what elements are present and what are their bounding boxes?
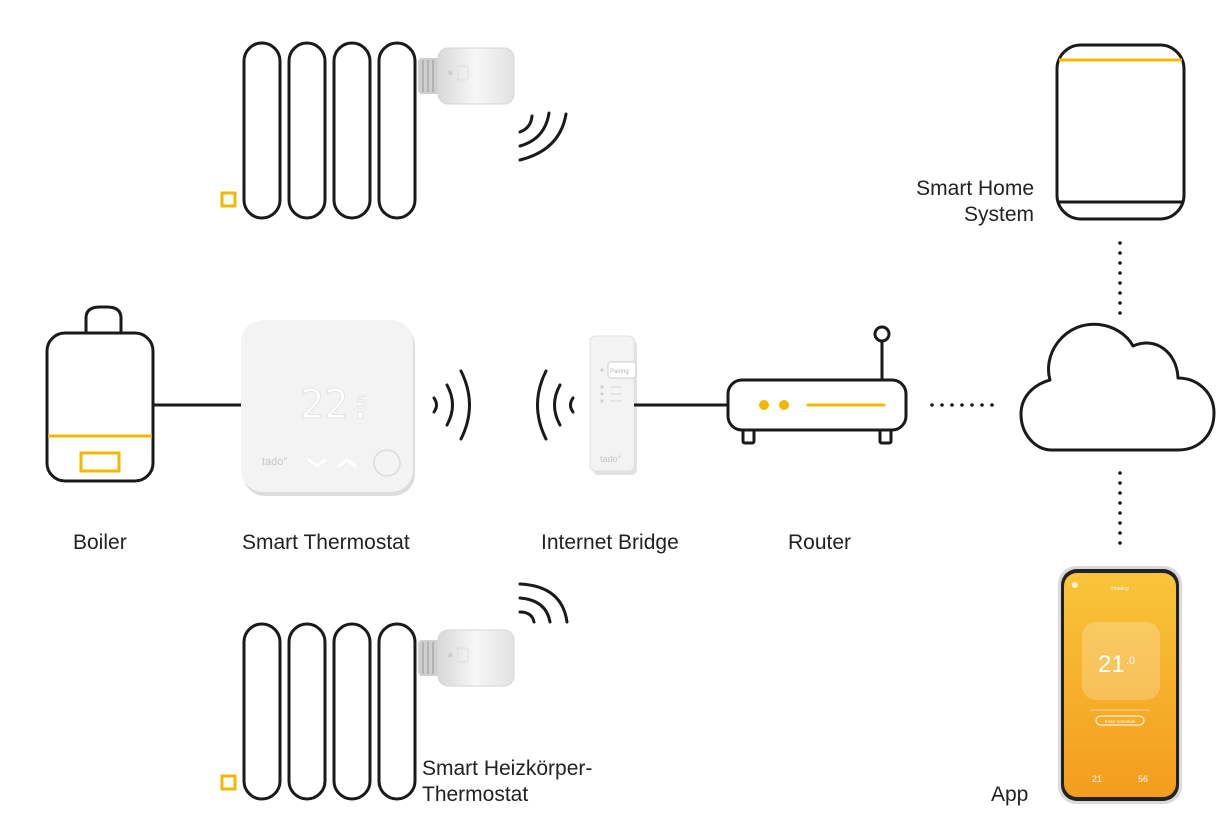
app-phone-device: Heating 21 .0 Enter Schedule 21 56 — [1058, 566, 1182, 804]
bridge-pairing-button — [607, 361, 637, 379]
bridge-pairing-label: Pairing — [610, 369, 629, 375]
phone-temperature-decimal: .0 — [1126, 655, 1135, 667]
label-radiator-line-1: Smart Heizkörper- — [422, 757, 593, 780]
radiator-valve-marker — [220, 774, 237, 791]
phone-header: Heating — [1111, 586, 1128, 592]
bridge-brand: tado° — [600, 454, 622, 464]
phone-button — [1095, 715, 1145, 726]
phone-button-label: Enter Schedule — [1105, 719, 1136, 724]
phone-stat-2: 56 — [1138, 774, 1148, 784]
dotted-connection-smart-home — [1118, 241, 1122, 315]
cloud-icon — [1019, 322, 1216, 452]
bottom-radiator-signal-icon — [518, 582, 569, 624]
thermostat-signal-icon — [432, 369, 471, 441]
thermostat-up-icon — [337, 458, 357, 469]
top-radiator — [220, 41, 417, 220]
smart-home-system-device — [1055, 43, 1186, 221]
bottom-radiator-thermostat — [418, 629, 515, 687]
label-boiler: Boiler — [73, 531, 127, 554]
label-smart-home-system: Smart Home System — [894, 176, 1034, 228]
boiler-device — [45, 305, 155, 483]
phone-temperature: 21 — [1098, 651, 1125, 678]
thermostat-display-small: 5 — [356, 392, 367, 413]
top-radiator-signal-icon — [518, 111, 568, 162]
top-radiator-thermostat — [418, 47, 515, 105]
bottom-radiator — [220, 622, 417, 801]
radiator-valve-marker — [220, 191, 237, 208]
smart-thermostat-device: 22. 5 tado° — [241, 320, 415, 496]
label-app: App — [991, 783, 1029, 806]
label-radiator-line-2: Thermostat — [422, 783, 529, 806]
router-device — [726, 325, 908, 445]
label-router: Router — [788, 531, 852, 554]
thermostat-brand: tado° — [262, 456, 288, 468]
label-smart-thermostat: Smart Thermostat — [242, 531, 410, 554]
internet-bridge-device: Pairing tado° — [589, 335, 637, 475]
label-smart-home-line-2: System — [963, 203, 1034, 226]
phone-stat-1: 21 — [1092, 774, 1102, 784]
thermostat-down-icon — [307, 457, 327, 468]
phone-temperature-card — [1082, 622, 1160, 700]
label-internet-bridge: Internet Bridge — [541, 531, 679, 554]
thermostat-display: 22. — [300, 382, 372, 428]
bridge-signal-icon — [536, 369, 575, 441]
label-smart-radiator-thermostat: Smart Heizkörper- Thermostat — [422, 756, 592, 808]
dotted-connection-router-cloud — [930, 403, 994, 407]
thermostat-button — [373, 449, 401, 477]
label-smart-home-line-1: Smart Home — [916, 177, 1034, 200]
dotted-connection-app — [1118, 471, 1122, 545]
